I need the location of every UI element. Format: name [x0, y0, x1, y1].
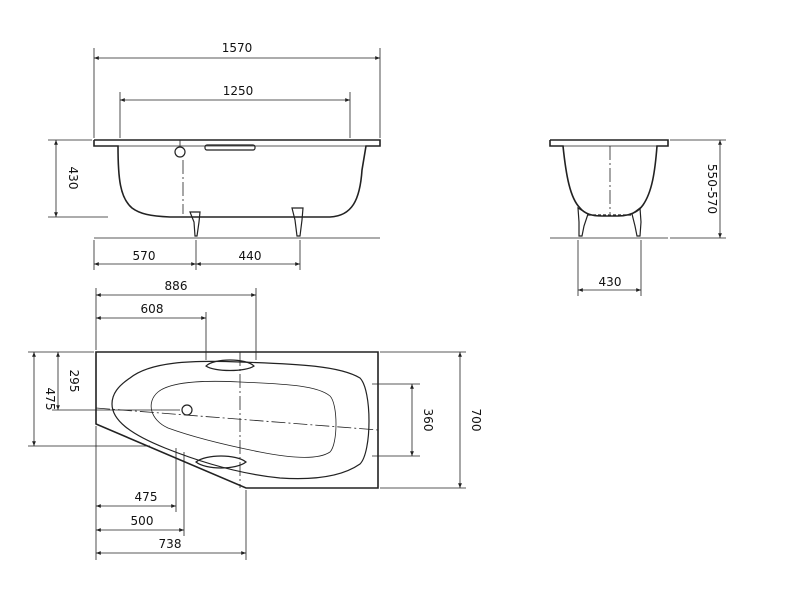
dim-top-475-bottom: 475: [135, 490, 158, 504]
front-leg-right: [291, 207, 304, 237]
side-leg-left: [577, 206, 589, 237]
dim-top-738: 738: [159, 537, 182, 551]
dim-top-500: 500: [131, 514, 154, 528]
dim-front-left-to-leg: 570: [133, 249, 156, 263]
dim-top-700: 700: [469, 409, 483, 432]
front-view: 1570 1250 430 570 440: [48, 41, 381, 270]
top-handle-front: [195, 455, 247, 469]
top-view-bottom: [150, 380, 337, 458]
front-leg-left: [189, 211, 201, 237]
side-leg-right: [631, 206, 642, 237]
front-view-rim: [93, 139, 381, 147]
dim-top-886: 886: [165, 279, 188, 293]
top-view-basin: [111, 360, 370, 480]
dim-top-360: 360: [421, 409, 435, 432]
side-view-rim: [549, 139, 669, 147]
drain-icon: [181, 404, 193, 416]
dim-side-width: 430: [599, 275, 622, 289]
dim-side-height: 550-570: [705, 164, 719, 214]
front-view-body: [110, 145, 370, 218]
top-view-outline: [95, 351, 379, 489]
dim-front-height: 430: [66, 167, 80, 190]
dim-front-length: 1570: [222, 41, 253, 55]
dim-front-inner-length: 1250: [223, 84, 254, 98]
top-handle-back: [205, 359, 255, 372]
top-view: 886 608 475 295 700 360 475 500: [28, 279, 483, 560]
dim-top-295: 295: [67, 370, 81, 393]
front-handle: [204, 144, 256, 151]
overflow-icon: [174, 146, 186, 158]
side-view: 550-570 430: [549, 139, 726, 296]
side-view-body: [558, 145, 662, 217]
dim-front-leg-spacing: 440: [239, 249, 262, 263]
dim-top-608: 608: [141, 302, 164, 316]
dim-top-475-left: 475: [43, 388, 57, 411]
